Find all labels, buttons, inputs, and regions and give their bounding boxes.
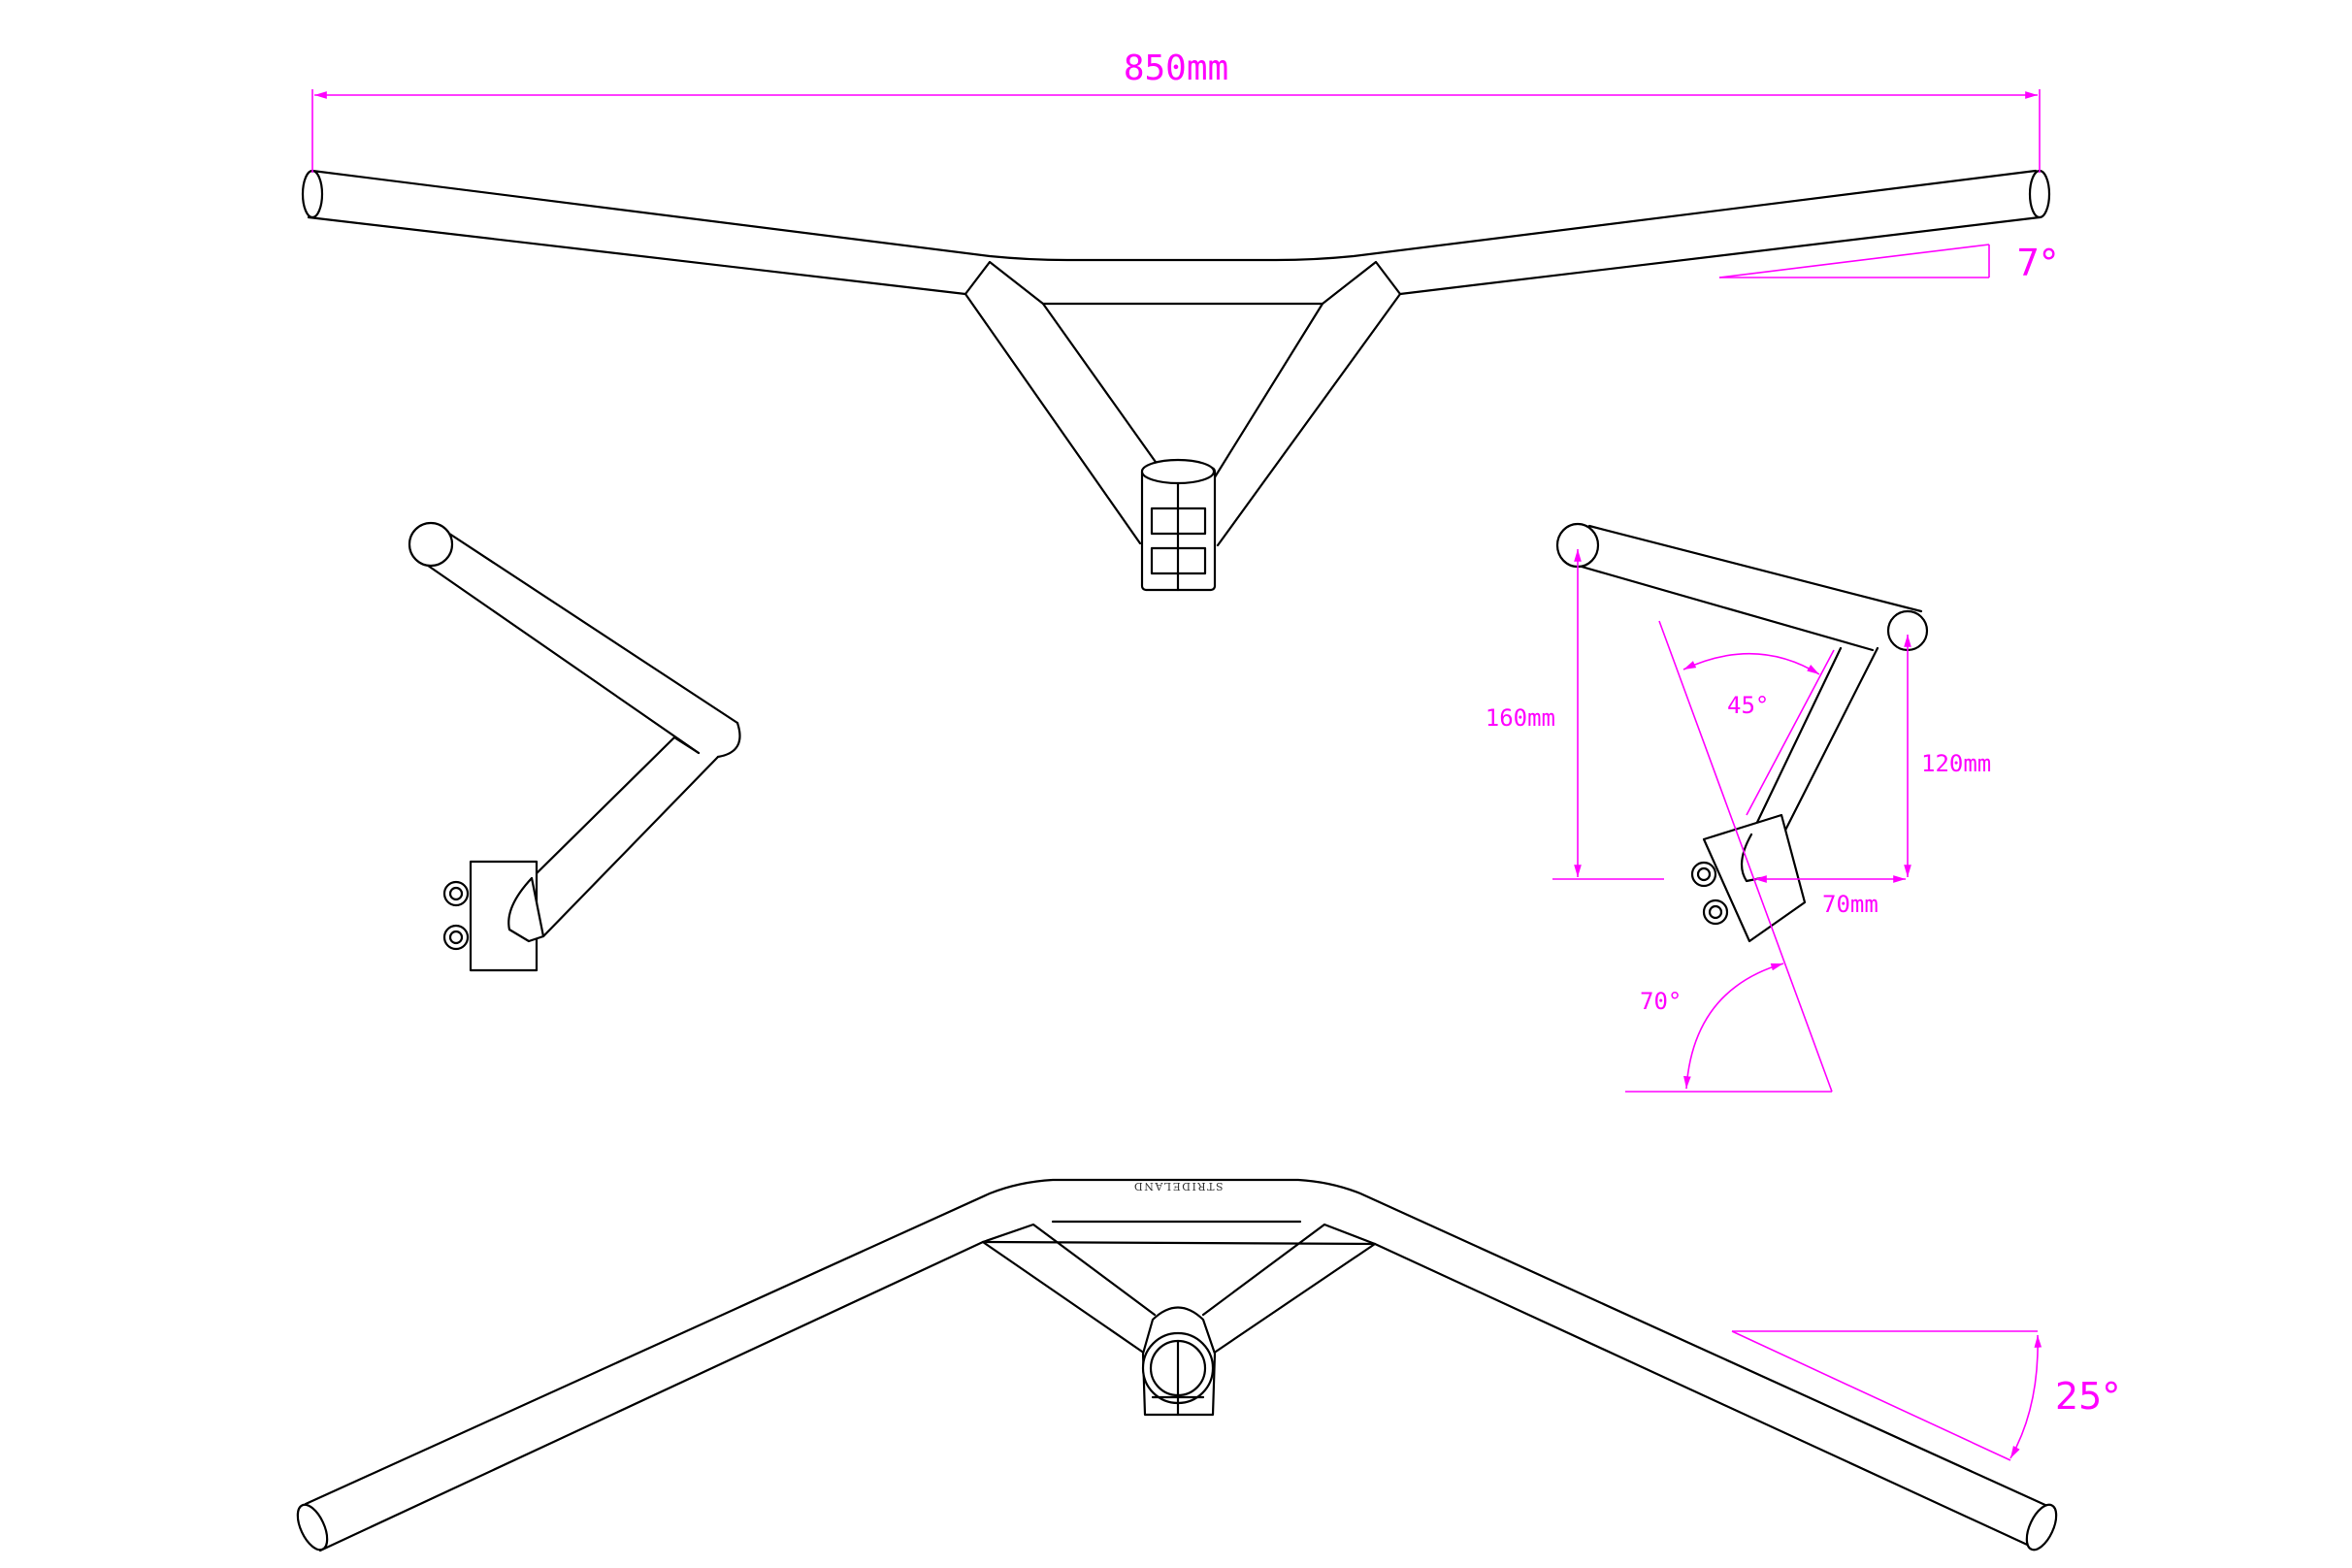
front-bar-upper-edge bbox=[304, 1178, 2049, 1508]
angle-45-arc bbox=[1682, 652, 1820, 675]
angle-25-arc bbox=[2009, 1334, 2042, 1459]
side-view-left bbox=[408, 521, 741, 972]
reach-70-label: 70mm bbox=[1822, 891, 1878, 918]
side-left-bend bbox=[672, 721, 741, 759]
side-left-bolt-1 bbox=[442, 880, 470, 907]
angle-45-label: 45° bbox=[1727, 692, 1769, 719]
top-stem-window-2 bbox=[1150, 546, 1207, 575]
angle-70-label: 70° bbox=[1640, 988, 1682, 1015]
front-v-strut-left bbox=[981, 1223, 1157, 1356]
side-right-upper-bar bbox=[1580, 524, 1923, 652]
top-left-end-cap bbox=[301, 169, 324, 219]
front-left-end-cap bbox=[296, 1503, 329, 1552]
side-left-riser bbox=[512, 735, 720, 938]
side-right-bolt-1 bbox=[1690, 861, 1717, 888]
top-bar-lower-edge bbox=[307, 215, 2042, 296]
side-left-end-cap bbox=[408, 521, 454, 568]
side-left-riser-overlap bbox=[507, 876, 545, 943]
top-stem-window-1 bbox=[1150, 506, 1207, 536]
reach-70-dimension: 70mm bbox=[1754, 875, 1906, 918]
side-left-bolt-1-inner bbox=[448, 886, 464, 901]
angle-25-label: 25° bbox=[2055, 1375, 2120, 1418]
side-right-bolt-2-inner bbox=[1708, 904, 1723, 920]
side-right-bolt-2 bbox=[1702, 898, 1729, 926]
top-view bbox=[301, 169, 2051, 592]
front-bar-lower-edge bbox=[318, 1240, 2038, 1552]
sweep-angle-dimension: 7° bbox=[1718, 242, 2058, 284]
width-dimension: 850mm bbox=[311, 49, 2041, 173]
rise-120-dimension: 120mm bbox=[1904, 635, 1991, 877]
angle-70-arc bbox=[1683, 963, 1784, 1090]
top-left-bar bbox=[310, 169, 2038, 262]
side-right-bolt-1-inner bbox=[1696, 866, 1712, 882]
side-left-bolt-2 bbox=[442, 924, 470, 951]
front-v-strut-right bbox=[1201, 1223, 1377, 1356]
rise-160-label: 160mm bbox=[1486, 704, 1555, 732]
side-right-riser-lower bbox=[1740, 833, 1763, 883]
angle-construction: 45° 70° bbox=[1625, 620, 1835, 1093]
side-left-bolt-2-inner bbox=[448, 930, 464, 945]
brand-logo-text: STRIDELAND bbox=[1132, 1180, 1223, 1192]
top-stem-clamp-top bbox=[1140, 458, 1216, 485]
front-right-end-cap bbox=[2025, 1503, 2058, 1552]
width-label: 850mm bbox=[1124, 49, 1228, 88]
side-left-upper-bar bbox=[419, 526, 739, 755]
top-right-end-cap bbox=[2028, 169, 2051, 219]
top-v-strut-right bbox=[1211, 260, 1402, 547]
sweep-angle-label: 7° bbox=[2016, 242, 2058, 284]
top-v-strut-left bbox=[964, 260, 1217, 547]
rise-angle-dimension: 25° bbox=[1731, 1330, 2120, 1461]
rise-160-dimension: 160mm bbox=[1486, 549, 1664, 880]
front-view: STRIDELAND bbox=[296, 1178, 2058, 1552]
rise-120-label: 120mm bbox=[1921, 750, 1991, 777]
